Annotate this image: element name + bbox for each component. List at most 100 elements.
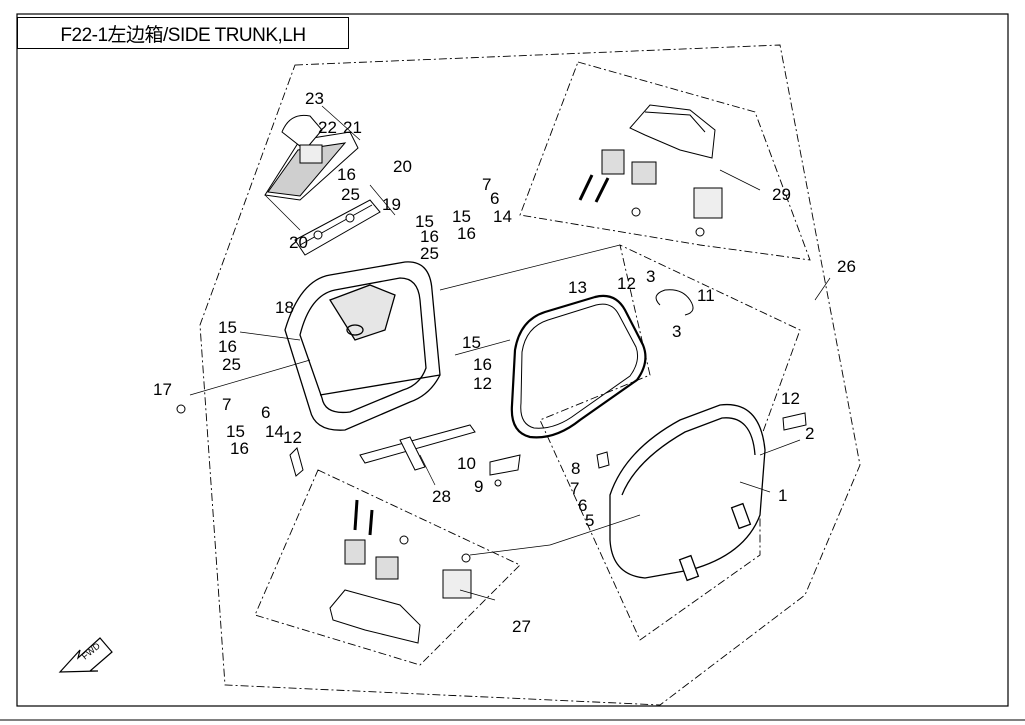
callout-12: 12: [283, 428, 302, 447]
callout-7b: 7: [222, 395, 231, 414]
callout-6b: 6: [261, 403, 270, 422]
leader: [549, 514, 641, 546]
callout-16c: 16: [420, 227, 439, 246]
leader: [814, 277, 831, 301]
bracket-rail-b: [399, 436, 426, 471]
latch-pin-b: [594, 177, 610, 203]
lock-block: [299, 144, 323, 164]
callout-8: 8: [571, 459, 580, 478]
hinge-screw-b: [345, 213, 355, 223]
latch-washer-a: [631, 207, 641, 217]
fwd-arrow-shape: [58, 637, 113, 673]
callout-18: 18: [275, 298, 294, 317]
latch27-washer-b: [461, 553, 471, 563]
latch-body-b: [631, 161, 657, 185]
fwd-arrow: FWD: [58, 637, 113, 673]
callout-16f: 16: [473, 355, 492, 374]
callout-28: 28: [432, 487, 451, 506]
handle-base-shade: [267, 142, 347, 197]
callout-14b: 14: [265, 422, 284, 441]
latch-cover-line: [644, 111, 706, 133]
callout-16: 16: [337, 165, 356, 184]
callout-16b: 16: [457, 224, 476, 243]
callout-12c: 12: [617, 274, 636, 293]
callout-25: 25: [341, 185, 360, 204]
callout-15d: 15: [226, 422, 245, 441]
hinge-bar-line: [299, 204, 373, 246]
part-10: [489, 454, 521, 476]
outline-26: [199, 44, 861, 706]
shell-mount-b: [678, 554, 700, 582]
callout-5: 5: [585, 511, 594, 530]
callout-3: 3: [646, 267, 655, 286]
callout-13: 13: [568, 278, 587, 297]
callout-12d: 12: [781, 389, 800, 408]
leader: [719, 169, 761, 191]
callout-12b: 12: [473, 374, 492, 393]
latch27-cover: [329, 589, 421, 644]
diagram-title: F22-1左边箱/SIDE TRUNK,LH: [60, 24, 306, 46]
inner-frame-18: [284, 261, 441, 431]
callout-15c: 15: [218, 318, 237, 337]
outer-shell-1: [609, 403, 766, 582]
part-8: [596, 451, 610, 469]
latch-cover: [629, 104, 716, 159]
small-parts: [176, 289, 807, 487]
leader: [189, 359, 311, 396]
leader: [419, 454, 436, 486]
seal-13: [510, 294, 647, 439]
part-17: [176, 404, 186, 414]
callout-1: 1: [778, 486, 787, 505]
callout-15e: 15: [462, 333, 481, 352]
hinge-bar: [294, 199, 381, 256]
callout-7: 7: [482, 175, 491, 194]
leader: [439, 244, 621, 291]
leader: [469, 544, 551, 556]
callout-17: 17: [153, 380, 172, 399]
latch-plate: [693, 187, 723, 219]
callout-20: 20: [393, 157, 412, 176]
callout-27: 27: [512, 617, 531, 636]
leader: [369, 184, 396, 216]
latch-washer-b: [695, 227, 705, 237]
shell-outline: [609, 403, 766, 579]
latch27-body-b: [375, 556, 399, 580]
callout-11: 11: [697, 286, 715, 305]
handle-assembly: [264, 114, 359, 201]
latch27-body-a: [344, 539, 366, 565]
shell-edge: [621, 417, 756, 496]
callout-2: 2: [805, 424, 814, 443]
callout-20b: 20: [289, 233, 308, 252]
callout-16e: 16: [230, 439, 249, 458]
callout-19: 19: [382, 195, 401, 214]
leader: [759, 439, 801, 456]
title-box: F22-1左边箱/SIDE TRUNK,LH: [17, 17, 349, 49]
leader: [739, 481, 771, 493]
callout-6c: 6: [578, 496, 587, 515]
latch-pin-a: [578, 174, 594, 201]
callout-3b: 3: [672, 322, 681, 341]
callout-15: 15: [452, 207, 471, 226]
callout-22: 22: [318, 118, 337, 137]
frame-inner: [299, 277, 427, 414]
outline-29: [519, 61, 811, 261]
latch-27: [329, 499, 472, 644]
latch27-plate: [442, 569, 472, 599]
leader: [264, 194, 301, 231]
callout-labels: 23 22 21 16 20 25 19 7 6 15 14 16 15 16 …: [153, 89, 856, 636]
frame-cavity: [329, 284, 396, 341]
callout-7c: 7: [570, 479, 579, 498]
leader: [239, 331, 301, 341]
seal-outer: [510, 294, 647, 439]
seal-inner: [520, 303, 638, 429]
leader-lines: [189, 105, 831, 601]
part-9: [494, 479, 502, 487]
bracket-28: [359, 424, 476, 471]
callout-23: 23: [305, 89, 324, 108]
frame-outer: [284, 261, 441, 431]
latch-body-a: [601, 149, 625, 175]
leader: [459, 589, 496, 601]
callout-21: 21: [343, 118, 362, 137]
part-12-left: [289, 447, 304, 477]
